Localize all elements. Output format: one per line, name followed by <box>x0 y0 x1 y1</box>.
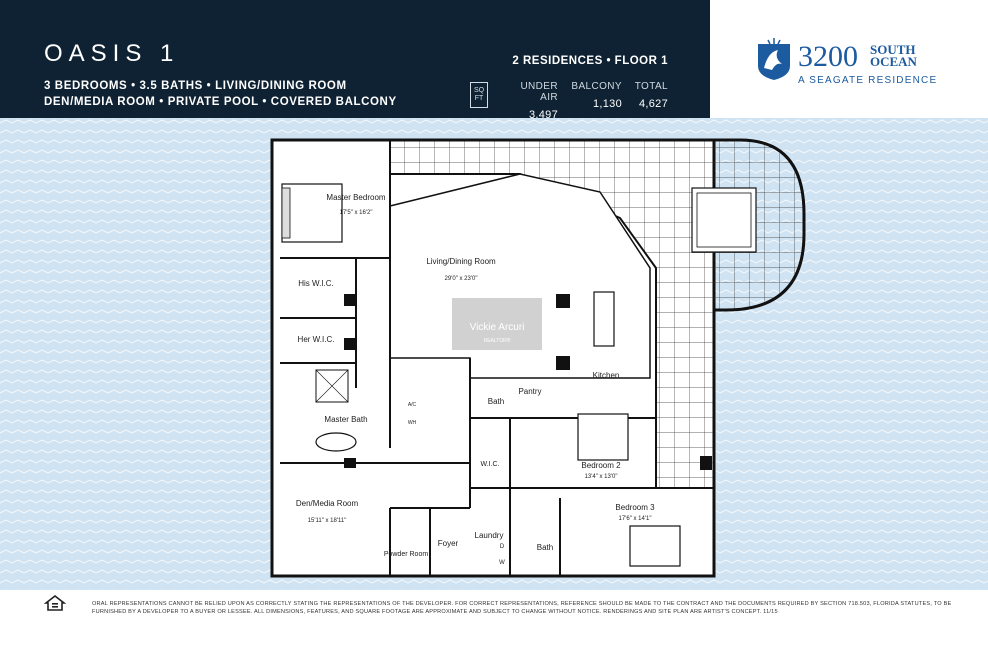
label-living: Living/Dining Room <box>426 257 496 266</box>
label-dryer: D <box>500 544 505 550</box>
kitchen-island <box>593 291 615 347</box>
realtor-watermark <box>452 298 542 350</box>
sqft-badge: SQ FT <box>470 82 488 108</box>
brand-logo: 3200 SOUTH OCEAN A SEAGATE RESIDENCE <box>710 0 988 118</box>
label-master-bath: Master Bath <box>324 415 367 424</box>
label-bedroom3: Bedroom 3 <box>615 503 655 512</box>
label-wic: W.I.C. <box>480 461 499 468</box>
label-bedroom2: Bedroom 2 <box>581 461 621 470</box>
stat-total: TOTAL 4,627 <box>634 81 668 110</box>
label-wh: WH <box>408 420 417 426</box>
label-bath: Bath <box>488 397 504 406</box>
dim-living: 29'0" x 23'0" <box>445 276 478 282</box>
floor-plan: Vickie Arcuri REALTOR® Master Bedroom 17… <box>0 118 988 590</box>
private-pool <box>691 187 757 253</box>
label-her-wic: Her W.I.C. <box>298 335 335 344</box>
label-powder: Powder Room <box>384 551 429 558</box>
label-den: Den/Media Room <box>296 499 359 508</box>
label-pantry: Pantry <box>518 387 541 396</box>
dim-bedroom3: 17'6" x 14'1" <box>619 516 652 522</box>
watermark-sub: REALTOR® <box>484 337 511 344</box>
label-foyer: Foyer <box>438 539 459 548</box>
label-washer: W <box>499 560 505 566</box>
brand-word: SOUTH OCEAN <box>870 42 917 69</box>
brand-number: 3200 <box>798 40 858 73</box>
watermark-name: Vickie Arcuri <box>470 322 525 333</box>
stat-balcony: BALCONY 1,130 <box>571 81 622 110</box>
legal-disclaimer: ORAL REPRESENTATIONS CANNOT BE RELIED UP… <box>92 601 952 615</box>
master-tub <box>315 432 357 452</box>
label-master-bedroom: Master Bedroom <box>326 193 385 202</box>
master-bed <box>281 183 343 243</box>
floor-plan-area: Vickie Arcuri REALTOR® Master Bedroom 17… <box>0 118 988 590</box>
dim-den: 15'11" x 18'11" <box>308 518 347 524</box>
label-his-wic: His W.I.C. <box>298 279 334 288</box>
equal-housing-opportunity-icon <box>44 594 66 611</box>
header-bar: OASIS 1 3 BEDROOMS • 3.5 BATHS • LIVING/… <box>0 0 710 121</box>
bedroom3-bed <box>629 525 681 567</box>
dim-bedroom2: 13'4" x 13'0" <box>585 474 618 480</box>
label-kitchen: Kitchen <box>593 371 620 380</box>
features-line-1: 3 BEDROOMS • 3.5 BATHS • LIVING/DINING R… <box>44 80 347 92</box>
stat-under-air: UNDER AIR 3,497 <box>520 81 558 121</box>
label-laundry: Laundry <box>475 531 504 540</box>
plan-title: OASIS 1 <box>44 40 180 67</box>
label-bath3: Bath <box>537 543 553 552</box>
label-ac: A/C <box>408 402 417 408</box>
features-line-2: DEN/MEDIA ROOM • PRIVATE POOL • COVERED … <box>44 96 397 108</box>
seagate-crest-icon <box>758 38 790 80</box>
bedroom2-bed <box>577 413 629 461</box>
brand-tagline: A SEAGATE RESIDENCE <box>798 75 938 86</box>
residences-floor: 2 RESIDENCES • FLOOR 1 <box>512 55 668 67</box>
dim-master-bedroom: 17'5" x 16'2" <box>340 210 373 216</box>
